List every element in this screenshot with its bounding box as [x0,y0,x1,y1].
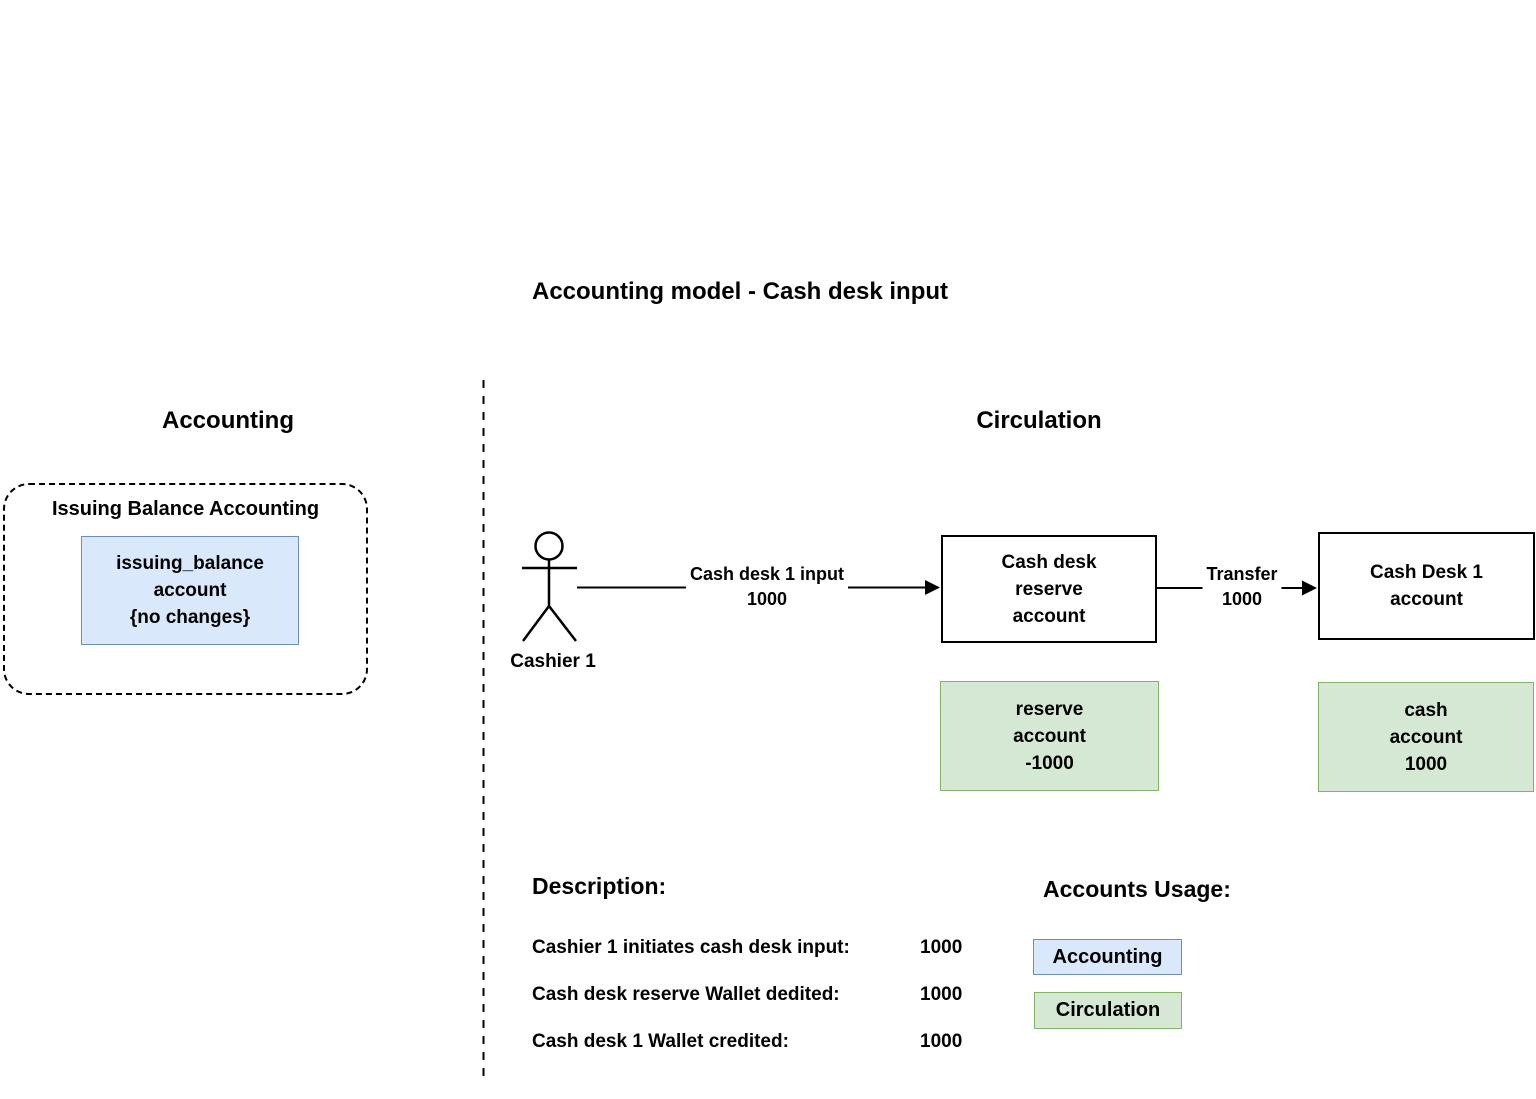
legend-accounting: Accounting [1033,939,1182,975]
reserve-account-result-node: reserve account -1000 [940,681,1159,791]
actor-left-leg [521,605,551,642]
cash-desk-input-edge-label: Cash desk 1 input 1000 [685,562,849,612]
circulation-section-header: Circulation [976,407,1102,434]
description-row-label: Cash desk reserve Wallet dedited: [532,984,840,1005]
cash-account-result-node: cash account 1000 [1318,682,1534,792]
cash-desk-reserve-account-node: Cash desk reserve account [941,535,1157,643]
description-row: Cash desk reserve Wallet dedited: 1000 [532,984,982,1008]
accounts-usage-heading: Accounts Usage: [1043,876,1231,902]
issuing-balance-group-label: Issuing Balance Accounting [51,498,320,520]
cashier-label: Cashier 1 [510,651,596,672]
edge-label-value: 1000 [746,589,788,609]
actor-head [534,531,564,561]
edge-label-text: Transfer [1206,564,1278,584]
arrowhead-icon [925,580,940,595]
issuing-balance-account-node: issuing_balance account {no changes} [81,536,299,645]
description-row-label: Cashier 1 initiates cash desk input: [532,937,850,958]
description-row-value: 1000 [920,984,963,1005]
description-row: Cashier 1 initiates cash desk input: 100… [532,937,982,961]
arrowhead-icon [1302,580,1317,596]
description-heading: Description: [532,873,667,899]
description-row-label: Cash desk 1 Wallet credited: [532,1031,789,1052]
issuing-balance-group: Issuing Balance Accounting [3,483,368,695]
description-row-value: 1000 [920,1031,963,1052]
actor-right-leg [548,605,577,642]
description-row-value: 1000 [920,937,963,958]
description-row: Cash desk 1 Wallet credited: 1000 [532,1031,982,1055]
cashier-actor-figure [521,531,577,642]
legend-circulation: Circulation [1034,992,1182,1029]
transfer-edge-label: Transfer 1000 [1202,562,1282,612]
accounting-section-header: Accounting [162,407,294,434]
edge-label-text: Cash desk 1 input [689,564,845,584]
diagram-title: Accounting model - Cash desk input [531,278,949,305]
cash-desk-1-account-node: Cash Desk 1 account [1318,532,1535,640]
edge-label-value: 1000 [1221,589,1263,609]
